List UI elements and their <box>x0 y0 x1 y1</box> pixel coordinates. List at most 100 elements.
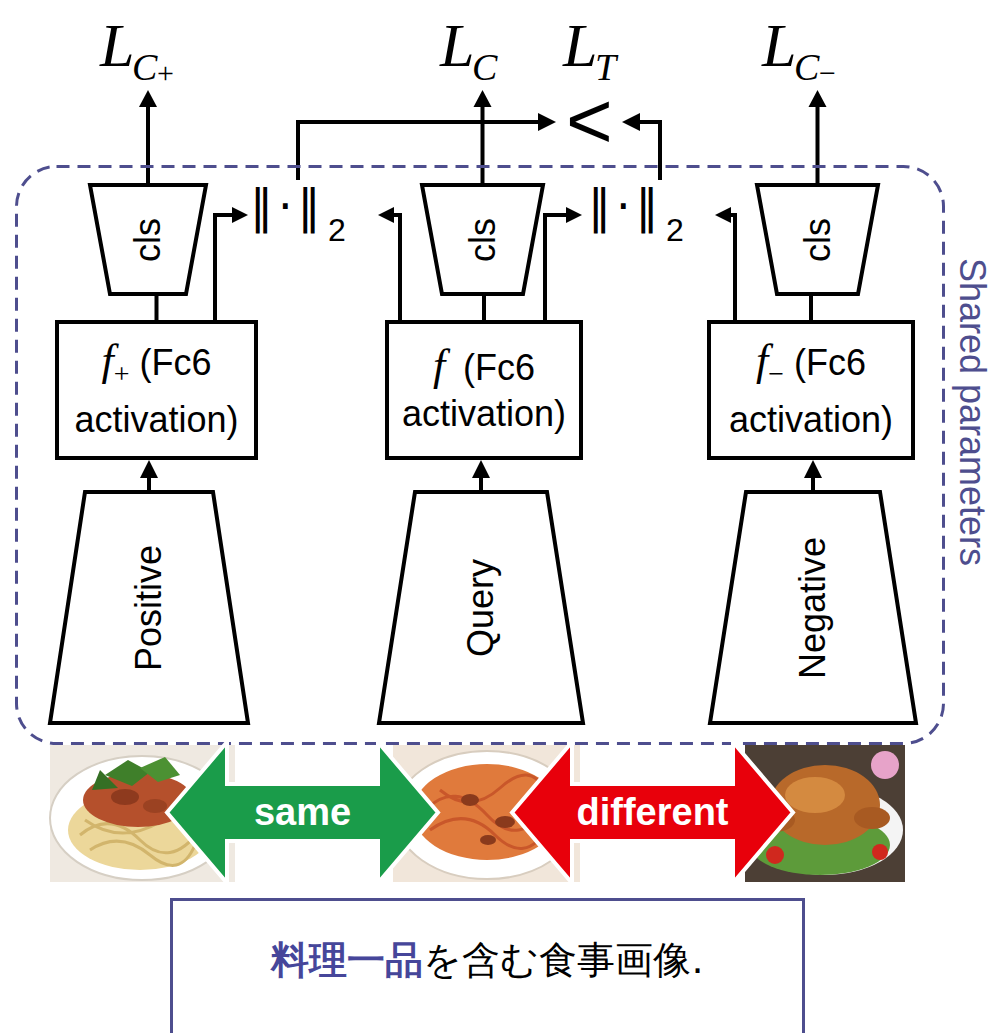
feature-symbol: f <box>756 336 768 385</box>
feature-box: f−(Fc6 activation) <box>707 320 915 460</box>
shared-parameters-group: Shared parametersPositivef+(Fc6 activati… <box>15 165 945 745</box>
classifier-trapezoid-shape <box>90 185 206 294</box>
norm-symbol: ‖·‖ <box>250 183 326 229</box>
norm-symbol: ‖·‖ <box>588 183 664 229</box>
caption-body: を含む食事画像. <box>423 938 703 982</box>
illustration-part <box>566 207 582 223</box>
feature-text: (Fc6 activation) <box>402 347 566 434</box>
backbone-trapezoid-shape <box>50 492 248 723</box>
connector <box>156 296 157 320</box>
norm-subscript: 2 <box>328 214 346 246</box>
illustration-part <box>715 207 731 223</box>
illustration-part <box>111 789 139 805</box>
arrowhead <box>140 460 158 478</box>
network-label: cls <box>128 218 168 262</box>
connector-line <box>809 296 813 320</box>
feature-label: f+(Fc6 activation) <box>65 338 248 443</box>
relation-label: different <box>577 792 729 834</box>
illustration-part <box>640 122 660 180</box>
illustration-part <box>538 113 556 131</box>
feature-symbol: f <box>433 341 445 390</box>
loss-symbol: L <box>440 14 474 76</box>
connector <box>140 460 158 490</box>
classifier-trapezoid: cls <box>755 183 880 296</box>
illustration-part <box>146 105 150 183</box>
illustration-part <box>480 835 496 845</box>
connector-line <box>147 476 151 490</box>
illustration-part <box>298 122 540 180</box>
illustration-part <box>461 794 479 806</box>
illustration-part <box>785 777 845 813</box>
feature-symbol: f <box>101 336 113 385</box>
loss-subscript: C <box>794 48 819 86</box>
loss-symbol: L <box>762 14 796 76</box>
network-label: Query <box>461 558 501 656</box>
illustration-part <box>495 816 515 828</box>
illustration-part <box>394 215 400 320</box>
illustration-part <box>481 105 485 183</box>
illustration-part <box>766 846 784 864</box>
loss-subsubscript: − <box>819 58 836 88</box>
network-label: Positive <box>129 544 169 670</box>
network-label: cls <box>463 218 503 262</box>
norm-subscript: 2 <box>666 214 684 246</box>
loss-subscript: C <box>132 48 157 86</box>
illustration-part <box>622 113 640 131</box>
feature-text: (Fc6 activation) <box>729 342 893 440</box>
backbone-trapezoid: Negative <box>708 490 918 725</box>
connector <box>472 460 490 490</box>
feature-subscript: − <box>768 358 784 389</box>
feature-box: f(Fc6 activation) <box>385 320 583 460</box>
connector <box>811 296 812 320</box>
illustration-part <box>232 207 248 223</box>
connector-line <box>811 476 815 490</box>
network-label: Negative <box>793 536 833 678</box>
illustration-part <box>809 90 827 107</box>
connector-line <box>482 296 486 320</box>
arrowhead <box>804 460 822 478</box>
illustration-part <box>816 105 820 183</box>
loss-subsubscript: + <box>157 58 174 88</box>
illustration-part <box>143 799 167 813</box>
backbone-trapezoid: Query <box>377 490 585 725</box>
dashed-boundary <box>17 167 944 744</box>
feature-text: (Fc6 activation) <box>74 342 238 440</box>
feature-box: f+(Fc6 activation) <box>55 320 258 460</box>
backbone-trapezoid: Positive <box>48 490 250 725</box>
backbone-trapezoid-shape <box>379 492 583 723</box>
relation-label: same <box>254 792 351 834</box>
illustration-part <box>871 751 899 779</box>
caption-box: 料理一品を含む食事画像. <box>170 898 805 1033</box>
feature-subscript: + <box>114 358 130 389</box>
classifier-trapezoid: cls <box>420 183 545 296</box>
connector-line <box>155 296 159 320</box>
illustration-part <box>474 90 492 107</box>
loss-symbol: L <box>100 14 134 76</box>
loss-symbol: L <box>563 14 597 76</box>
connector <box>484 296 485 320</box>
loss-subscript: C <box>472 48 497 86</box>
illustration-part <box>92 770 118 790</box>
caption-text: 料理一品を含む食事画像. <box>173 937 802 985</box>
connector-line <box>479 476 483 490</box>
illustration-part <box>378 207 394 223</box>
caption-emphasis: 料理一品 <box>271 938 423 982</box>
arrowhead <box>472 460 490 478</box>
double-arrow-shape <box>512 742 793 883</box>
classifier-trapezoid-shape <box>757 185 878 294</box>
double-arrow-shape <box>167 742 438 883</box>
loss-leaders <box>139 90 827 183</box>
connector <box>804 460 822 490</box>
classifier-trapezoid: cls <box>88 183 208 296</box>
illustration-part <box>872 844 888 860</box>
group-heading: Shared parameters <box>952 258 992 566</box>
illustration-part <box>545 215 566 320</box>
feature-label: f(Fc6 activation) <box>395 343 573 437</box>
relation-arrow: different <box>510 740 795 885</box>
comparison-symbol: < <box>566 81 613 161</box>
illustration-part <box>215 215 232 320</box>
backbone-trapezoid-shape <box>710 492 916 723</box>
illustration-part <box>854 807 890 829</box>
classifier-trapezoid-shape <box>422 185 543 294</box>
